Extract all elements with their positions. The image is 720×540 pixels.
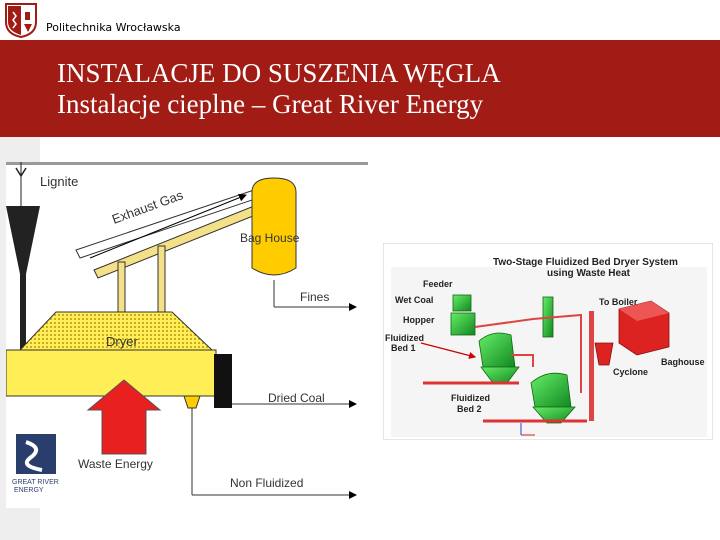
waste-energy-arrow — [86, 379, 162, 455]
fines-label: Fines — [300, 290, 329, 304]
bag-house — [251, 177, 297, 276]
two-stage-dryer-diagram: Two-Stage Fluidized Bed Dryer System usi… — [383, 243, 713, 440]
university-crest-icon — [5, 3, 37, 38]
lignite-label: Lignite — [40, 174, 78, 189]
fb1-label-line-1: Fluidized — [385, 333, 424, 343]
fb2-label-line-2: Bed 2 — [457, 404, 482, 414]
title-band — [0, 40, 720, 137]
title-line-1: INSTALACJE DO SUSZENIA WĘGLA — [57, 58, 501, 88]
baghouse-label: Baghouse — [661, 357, 705, 367]
fluidized-bed-2 — [530, 372, 572, 408]
feeder — [452, 294, 472, 312]
hopper-label: Hopper — [403, 315, 435, 325]
bag-house-label: Bag House — [240, 231, 300, 245]
right-title-line-2: using Waste Heat — [547, 268, 631, 279]
dried-coal-label: Dried Coal — [268, 391, 325, 405]
fb2-label-line-1: Fluidized — [451, 393, 490, 403]
dryer-label: Dryer — [106, 334, 138, 349]
great-river-energy-logo: GREAT RIVER ENERGY — [12, 434, 59, 494]
fluidized-bed-1 — [478, 332, 516, 368]
cyclone — [594, 342, 614, 366]
logo-line-2: ENERGY — [14, 487, 44, 494]
waste-energy-label: Waste Energy — [78, 457, 153, 471]
slide-title: INSTALACJE DO SUSZENIA WĘGLA Instalacje … — [57, 58, 501, 120]
single-stage-dryer-diagram: Lignite Exhaust Gas Bag House Fines Drye… — [6, 162, 368, 508]
hopper — [450, 312, 476, 336]
to-boiler-label: To Boiler — [599, 297, 638, 307]
feeder-label: Feeder — [423, 279, 453, 289]
lignite-hopper — [6, 206, 40, 274]
non-fluidized-label: Non Fluidized — [230, 476, 303, 490]
top-bar: Politechnika Wrocławska — [0, 0, 720, 40]
wet-coal-label: Wet Coal — [395, 295, 433, 305]
logo-line-1: GREAT RIVER — [12, 479, 59, 486]
university-name: Politechnika Wrocławska — [46, 21, 181, 34]
dryer-body — [6, 349, 217, 397]
title-line-2: Instalacje cieplne – Great River Energy — [57, 89, 484, 119]
cyclone-label: Cyclone — [613, 367, 648, 377]
fb1-label-line-2: Bed 1 — [391, 343, 416, 353]
right-title-line-1: Two-Stage Fluidized Bed Dryer System — [493, 257, 678, 268]
